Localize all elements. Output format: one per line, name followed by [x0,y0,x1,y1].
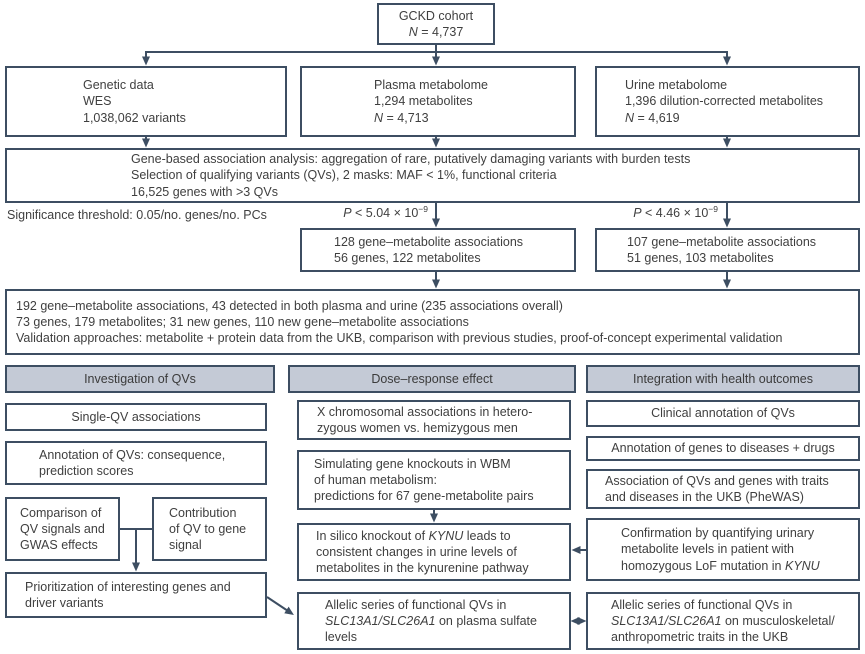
arrow-prioritization-to-allelic [266,596,294,615]
p-value-urine-label: P < 4.46 × 10−9 [633,203,718,220]
single-qv-associations-box: Single-QV associations [5,403,267,431]
p-value-plasma-label: P < 5.04 × 10−9 [343,203,428,220]
significance-threshold-note: Significance threshold: 0.05/no. genes/n… [7,208,267,222]
x-chromosomal-box: X chromosomal associations in hetero-zyg… [297,400,571,440]
genes-diseases-drugs-box: Annotation of genes to diseases + drugs [586,436,860,461]
clinical-annotation-box: Clinical annotation of QVs [586,400,860,427]
overall-summary-box: 192 gene–metabolite associations, 43 det… [5,289,860,355]
section-header-label: Dose–response effect [371,371,493,386]
annotation-of-qvs-box: Annotation of QVs: consequence,predictio… [5,441,267,485]
phewas-box: Association of QVs and genes with traits… [586,469,860,509]
section-header-label: Investigation of QVs [84,371,196,386]
section-header-health-outcomes: Integration with health outcomes [586,365,860,393]
section-header-label: Integration with health outcomes [633,371,813,386]
section-header-investigation-qvs: Investigation of QVs [5,365,275,393]
section-header-dose-response: Dose–response effect [288,365,576,393]
gene-based-analysis-box: Gene-based association analysis: aggrega… [5,148,860,203]
